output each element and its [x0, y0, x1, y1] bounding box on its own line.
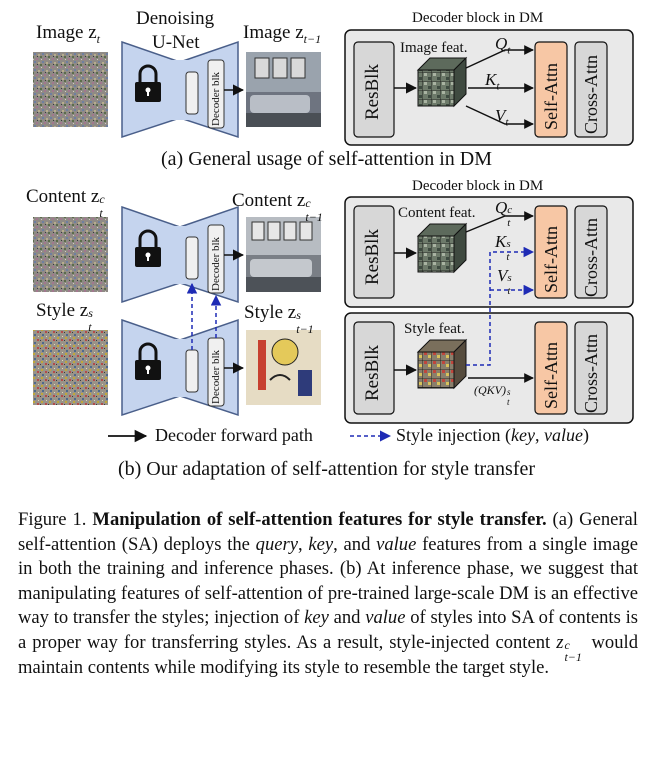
image-zt-label: Image zt [36, 22, 100, 46]
resblk-a [353, 41, 395, 138]
output-image-a [246, 52, 321, 127]
decoder-slot-content [185, 236, 199, 280]
feature-cube-a [416, 56, 468, 108]
q-label-a: Qt [495, 34, 511, 57]
cross-attn-a [574, 41, 608, 138]
lock-icon [135, 342, 161, 380]
resblk-label-a: ResBlk [362, 64, 383, 120]
decoder-blk-label-a: Decoder blk [210, 71, 222, 126]
v-label-a: Vt [495, 106, 509, 129]
self-attn-style [534, 321, 568, 415]
lock-icon [135, 229, 161, 267]
noisy-image-a [33, 52, 108, 127]
content-feat-label: Content feat. [398, 205, 476, 221]
q-arrow-a [465, 45, 534, 69]
cross-attn-content [574, 205, 608, 299]
unet-title-line1: Denoising [136, 8, 215, 29]
lock-icon [135, 64, 161, 102]
figure-title: Manipulation of self-attention features … [92, 509, 547, 530]
decoder-blk-label-content: Decoder blk [210, 236, 222, 291]
self-attn-label-a: Self-Attn [541, 63, 561, 130]
resblk-style [353, 321, 395, 415]
dm-block-title-b: Decoder block in DM [412, 178, 544, 194]
decoder-blk-box-content [207, 224, 225, 294]
diagram-canvas [33, 29, 634, 443]
k-injection-arrow [466, 246, 535, 366]
image-feat-label: Image feat. [400, 40, 468, 56]
self-attn-label-style: Self-Attn [541, 342, 561, 409]
self-attn-label-content: Self-Attn [541, 226, 561, 293]
resblk-content [353, 205, 395, 299]
noisy-style-image [33, 330, 108, 405]
output-style-image [246, 330, 321, 405]
unet-title-line2: U-Net [152, 32, 200, 53]
decoder-slot-style [185, 349, 199, 393]
noisy-content-image [33, 217, 108, 292]
output-content-image [246, 217, 321, 292]
q-arrow-content [465, 211, 534, 233]
figure-label: Figure 1. [18, 509, 87, 530]
style-feat-label: Style feat. [404, 321, 465, 337]
resblk-label-style: ResBlk [362, 345, 383, 401]
panel-a-caption: (a) General usage of self-attention in D… [161, 148, 492, 170]
panel-b-caption: (b) Our adaptation of self-attention for… [117, 458, 536, 480]
dm-block-title-a: Decoder block in DM [412, 10, 544, 26]
figure-caption: Figure 1. Manipulation of self-attention… [18, 509, 638, 678]
decoder-slot-a [185, 71, 199, 115]
cross-attn-label-style: Cross-Attn [581, 333, 601, 413]
cross-attn-style [574, 321, 608, 415]
legend-injection-label: Style injection (key, value) [396, 425, 589, 445]
feature-cube-style [416, 338, 468, 390]
v-arrow-a [465, 105, 534, 129]
feature-cube-content [416, 222, 468, 274]
cross-attn-label-content: Cross-Attn [581, 217, 601, 297]
image-zt1-label: Image zt−1 [243, 22, 322, 46]
resblk-label-content: ResBlk [362, 229, 383, 285]
legend-forward-label: Decoder forward path [155, 425, 313, 445]
cross-attn-label-a: Cross-Attn [581, 54, 601, 134]
decoder-blk-label-style: Decoder blk [210, 349, 222, 404]
self-attn-content [534, 205, 568, 299]
self-attn-a [534, 41, 568, 138]
k-label-a: Kt [485, 70, 500, 93]
decoder-blk-box-a [207, 59, 225, 129]
